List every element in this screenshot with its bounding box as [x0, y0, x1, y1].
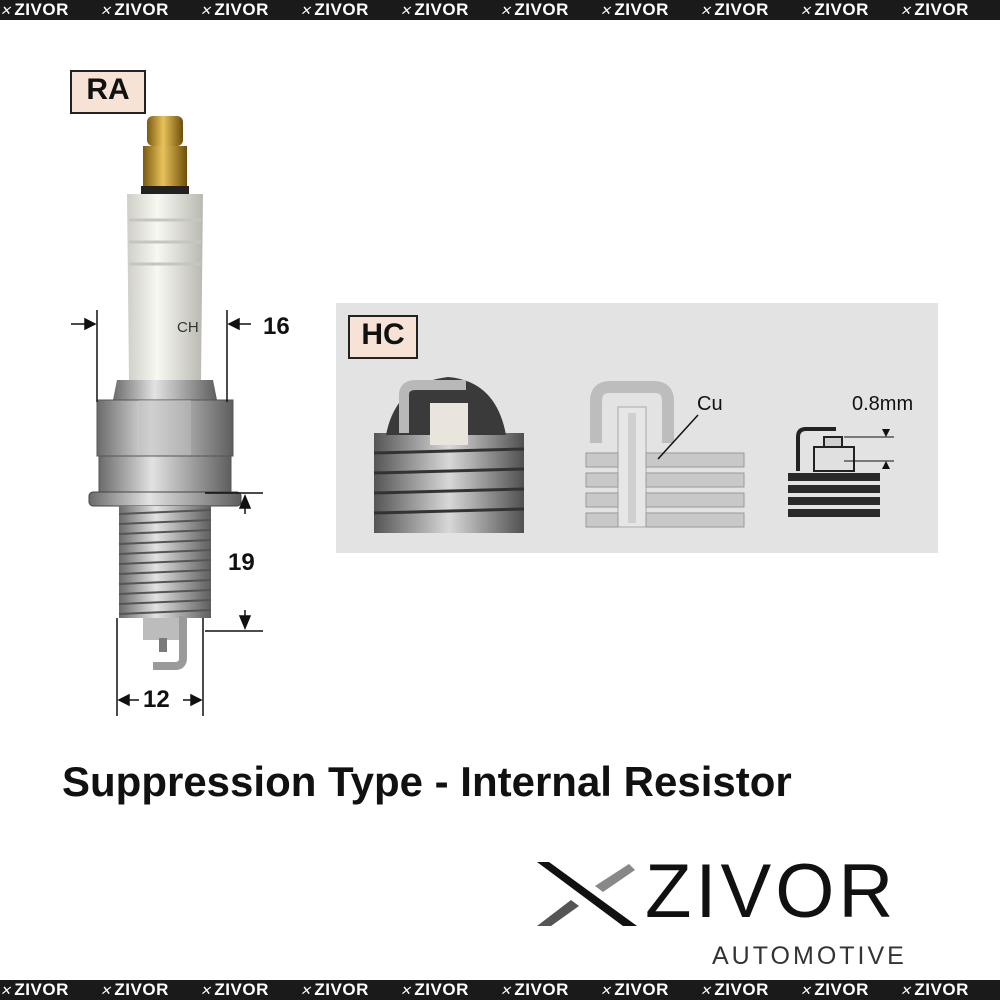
sealing-washer — [88, 491, 242, 507]
electrode-gap-label: 0.8mm — [852, 393, 914, 415]
electrode-tip-photo — [373, 377, 525, 533]
center-electrode — [159, 638, 167, 652]
bottom-watermark-band: ✕ZIVOR ✕ZIVOR ✕ZIVOR ✕ZIVOR ✕ZIVOR ✕ZIVOR ✕ZIV… — [0, 980, 1000, 1000]
watermark-item: ✕ZIVOR — [900, 980, 969, 999]
watermark-item: ✕ZIVOR — [800, 0, 869, 19]
brand-name: ZIVOR — [645, 849, 898, 934]
insulator — [127, 194, 203, 380]
watermark-item: ✕ZIVOR — [800, 980, 869, 999]
watermark-item: ✕ZIVOR — [100, 980, 169, 999]
watermark-item: ✕ZIVOR — [600, 980, 669, 999]
top-watermark-band: ✕ZIVOR ✕ZIVOR ✕ZIVOR ✕ZIVOR ✕ZIVOR ✕ZIVOR ✕ZIV… — [0, 0, 1000, 20]
watermark-item: ✕ZIVOR — [0, 0, 69, 19]
product-caption: Suppression Type - Internal Resistor — [62, 758, 792, 805]
brand-subtitle: AUTOMOTIVE — [712, 942, 907, 970]
terminal-stud — [143, 146, 187, 188]
watermark-item: ✕ZIVOR — [500, 0, 569, 19]
watermark-item: ✕ZIVOR — [700, 0, 769, 19]
terminal-base — [141, 186, 189, 194]
watermark-item: ✕ZIVOR — [500, 980, 569, 999]
insulator-ribs — [129, 218, 201, 266]
watermark-item: ✕ZIVOR — [700, 980, 769, 999]
ground-electrode — [153, 616, 187, 670]
watermark-item: ✕ZIVOR — [300, 0, 369, 19]
zivor-logo-mark-icon — [537, 862, 637, 926]
watermark-item: ✕ZIVOR — [200, 980, 269, 999]
spark-plug-illustration: CH — [71, 116, 263, 716]
hc-detail-drawings — [373, 377, 894, 533]
ra-type-label: RA — [70, 70, 146, 114]
copper-core-cutaway — [585, 381, 745, 528]
shell-collar — [113, 380, 217, 400]
thread-lines — [118, 509, 212, 615]
thread-diameter-dimension: 12 — [143, 686, 170, 713]
insulator-tip — [143, 618, 187, 640]
dimension-guides — [71, 310, 263, 716]
watermark-item: ✕ZIVOR — [200, 0, 269, 19]
shell-body — [98, 455, 232, 493]
reach-dimension: 19 — [228, 549, 255, 576]
watermark-item: ✕ZIVOR — [100, 0, 169, 19]
hc-detail-panel — [336, 303, 938, 553]
hex-face — [139, 400, 191, 456]
insulator-print: CH — [177, 319, 199, 336]
hex-size-dimension: 16 — [263, 313, 290, 340]
watermark-item: ✕ZIVOR — [400, 0, 469, 19]
electrode-gap-diagram — [788, 427, 894, 517]
hc-type-label: HC — [348, 315, 418, 359]
watermark-item: ✕ZIVOR — [300, 980, 369, 999]
watermark-item: ✕ZIVOR — [900, 0, 969, 19]
terminal-nut — [147, 116, 183, 146]
watermark-item: ✕ZIVOR — [0, 980, 69, 999]
copper-core-label: Cu — [697, 393, 723, 415]
watermark-item: ✕ZIVOR — [600, 0, 669, 19]
watermark-item: ✕ZIVOR — [400, 980, 469, 999]
